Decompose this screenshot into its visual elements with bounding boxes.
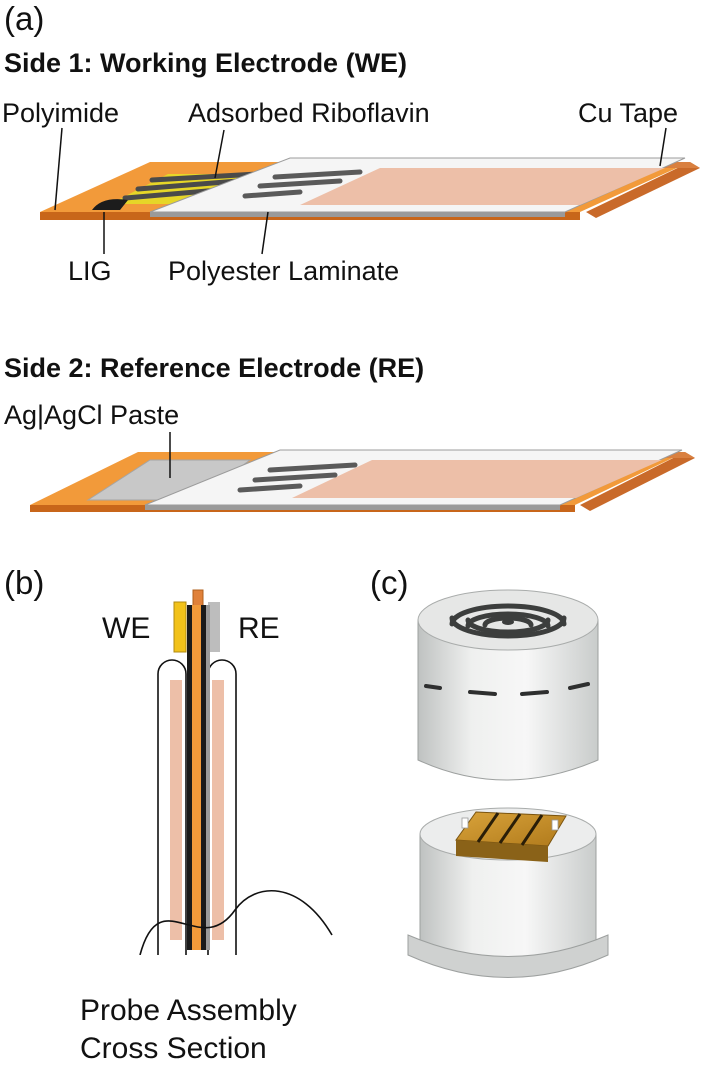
re-cu-tape (580, 452, 695, 511)
probe-caption-line1: Probe Assembly (80, 994, 297, 1027)
probe-re-strip (206, 605, 210, 950)
we-laminate-edge (150, 212, 565, 217)
housing-vent-rings (449, 603, 567, 639)
housing-base-flange (407, 934, 609, 978)
label-we: WE (102, 612, 151, 645)
housing-cap-body (417, 619, 599, 781)
panel-a-letter: (a) (4, 0, 45, 37)
panel-b-letter: (b) (4, 564, 45, 601)
label-riboflavin: Adsorbed Riboflavin (188, 98, 430, 128)
panel-c-letter: (c) (370, 564, 409, 601)
label-lig: LIG (68, 256, 112, 286)
re-laminate-edge (145, 505, 560, 510)
we-electrode-strip (40, 157, 700, 220)
re-laminate-window (292, 460, 662, 498)
side2-title: Side 2: Reference Electrode (RE) (4, 353, 425, 383)
probe-left-laminate (170, 680, 182, 940)
label-agcl-paste: Ag|AgCl Paste (4, 400, 180, 430)
probe-lig-line-2 (201, 605, 206, 950)
probe-housing-3d (407, 589, 609, 978)
probe-caption-line2: Cross Section (80, 1032, 267, 1065)
side1-leader-lines (54, 127, 667, 255)
side1-title: Side 1: Working Electrode (WE) (4, 48, 408, 78)
probe-right-laminate (212, 680, 224, 940)
label-cu-tape: Cu Tape (578, 98, 679, 128)
probe-tissue-curve (139, 889, 333, 956)
we-laminate-window (300, 168, 665, 205)
probe-lig-line (187, 605, 192, 950)
probe-polyimide-core (192, 605, 201, 950)
probe-cross-section (139, 589, 340, 985)
label-polyimide: Polyimide (2, 98, 120, 128)
label-re: RE (238, 612, 280, 645)
housing-side-slits (424, 682, 590, 696)
we-cu-tape (586, 162, 700, 218)
probe-re-tab (208, 602, 220, 652)
label-laminate: Polyester Laminate (168, 256, 400, 286)
probe-we-tab (173, 601, 187, 653)
re-electrode-strip (30, 449, 695, 512)
we-lig-patch (92, 199, 128, 210)
